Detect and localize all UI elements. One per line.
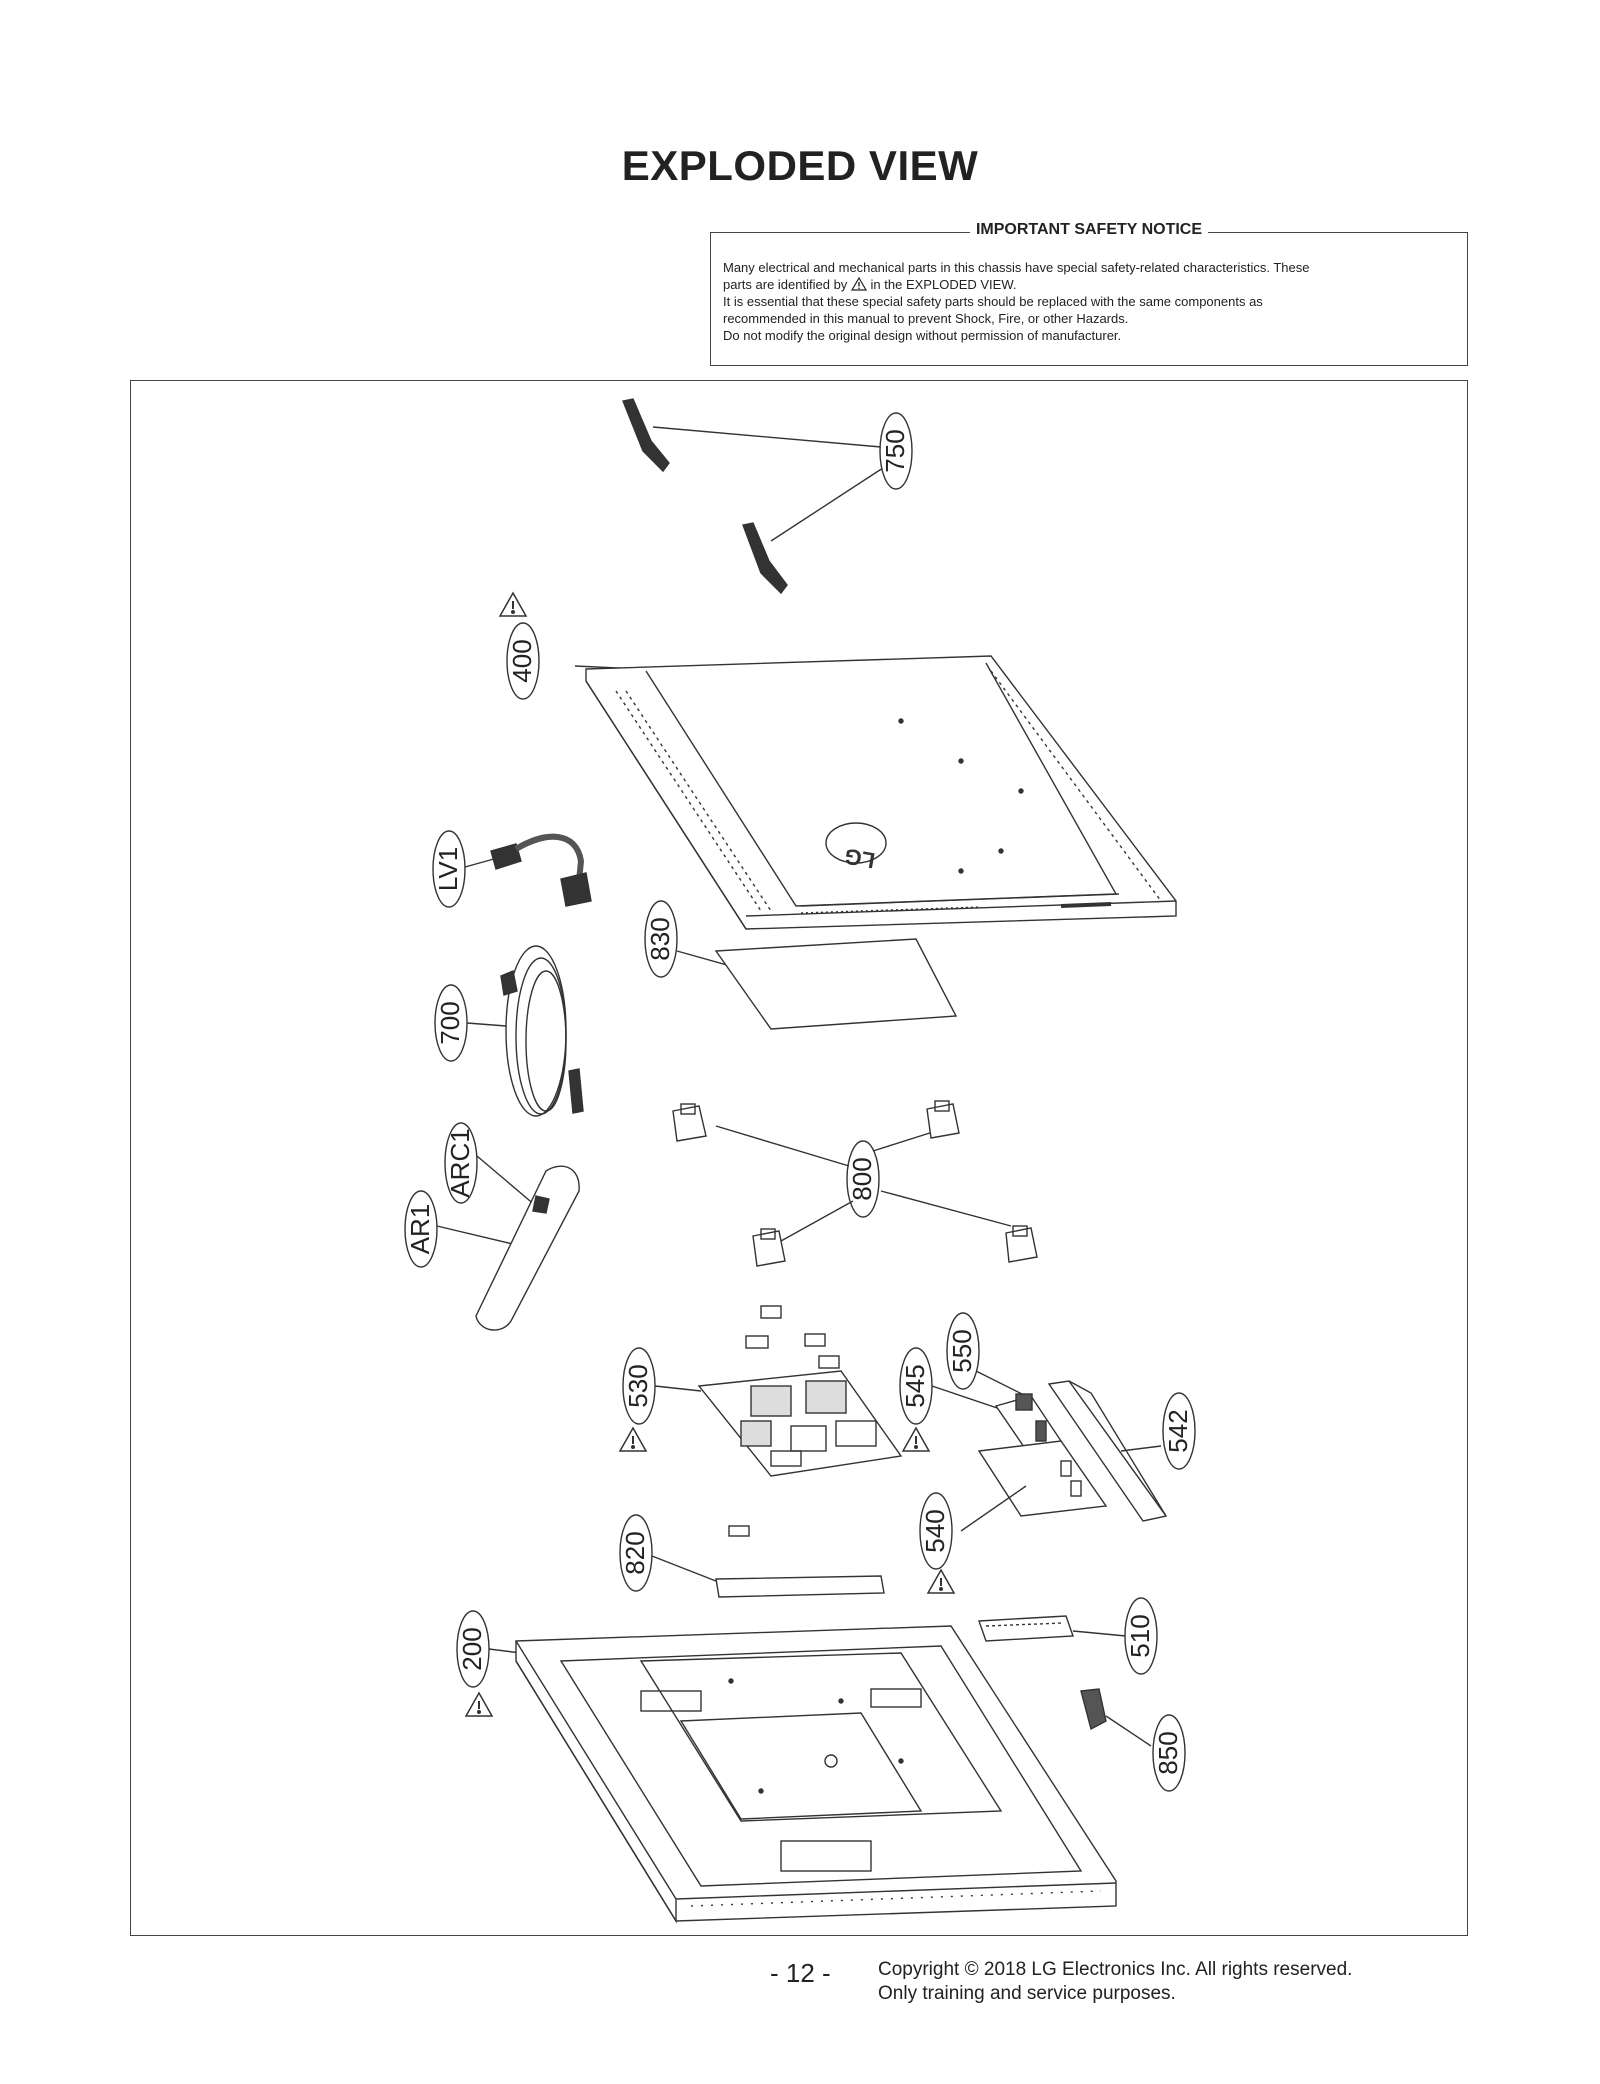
label-ar1-bubble (404, 1190, 438, 1268)
chip-pad (728, 1525, 750, 1537)
label-lv1-bubble (432, 830, 466, 908)
safety-warning-icon (902, 1427, 930, 1452)
label-820: 820 (620, 1531, 650, 1574)
label-550-bubble (946, 1312, 980, 1390)
chip-pad (818, 1355, 840, 1369)
label-800-bubble (846, 1140, 880, 1218)
back-cover-logo: LG (842, 843, 876, 873)
copyright-notice: Copyright © 2018 LG Electronics Inc. All… (878, 1958, 1352, 2006)
label-550: 550 (947, 1329, 977, 1372)
part-820-gasket (715, 1575, 885, 1598)
part-200-front-cabinet (515, 1625, 1117, 1924)
label-lv1: LV1 (433, 847, 463, 891)
label-540-bubble (919, 1492, 953, 1570)
safety-notice-heading: IMPORTANT SAFETY NOTICE (969, 221, 1209, 238)
page-number: - 12 - (770, 1958, 831, 1988)
safety-warning-icon (619, 1427, 647, 1452)
label-542-bubble (1162, 1392, 1196, 1470)
part-542-bracket-cover (1047, 1380, 1168, 1522)
label-400-bubble (506, 622, 540, 700)
notice-line: parts are identified by (723, 277, 848, 292)
part-800-bracket (752, 1228, 786, 1267)
notice-line: It is essential that these special safet… (723, 294, 1263, 309)
part-800-bracket (672, 1103, 707, 1142)
label-ar1: AR1 (405, 1204, 435, 1255)
safety-notice-body: Many electrical and mechanical parts in … (723, 259, 1455, 344)
part-400-back-cover: LG (585, 655, 1177, 930)
part-800-bracket (926, 1100, 960, 1139)
label-545: 545 (900, 1364, 930, 1407)
copyright-line: Only training and service purposes. (878, 1983, 1176, 2004)
label-530: 530 (623, 1364, 653, 1407)
label-850: 850 (1153, 1731, 1183, 1774)
part-850-clip (1080, 1688, 1107, 1731)
exploded-view-diagram: 750 400 LG (130, 380, 1468, 1936)
label-750: 750 (880, 429, 910, 472)
label-850-bubble (1152, 1714, 1186, 1792)
exploded-view-drawing: 750 400 LG (404, 398, 1196, 1924)
copyright-line: Copyright © 2018 LG Electronics Inc. All… (878, 1959, 1353, 1980)
page-title: EXPLODED VIEW (621, 142, 979, 189)
label-510-bubble (1124, 1597, 1158, 1675)
safety-warning-icon (465, 1692, 493, 1717)
part-lv1-lvds-cable (490, 833, 592, 907)
chip-pad (760, 1305, 782, 1319)
label-820-bubble (619, 1514, 653, 1592)
label-830-bubble (644, 900, 678, 978)
part-800-bracket (1005, 1225, 1038, 1263)
chip-pad (745, 1335, 769, 1349)
label-400: 400 (507, 639, 537, 682)
safety-notice-box: IMPORTANT SAFETY NOTICE Many electrical … (710, 221, 1468, 366)
safety-warning-icon (927, 1569, 955, 1594)
label-510: 510 (1125, 1614, 1155, 1657)
part-750-ferrite-cable-top (622, 398, 670, 473)
notice-line: in the EXPLODED VIEW. (870, 277, 1017, 292)
part-700-power-cord (500, 945, 584, 1117)
warning-triangle-icon (850, 277, 867, 291)
notice-line: Do not modify the original design withou… (723, 328, 1122, 343)
label-750-bubble (879, 412, 913, 490)
notice-line: recommended in this manual to prevent Sh… (723, 311, 1129, 326)
label-arc1-bubble (444, 1122, 478, 1204)
label-200: 200 (457, 1627, 487, 1670)
label-830: 830 (645, 917, 675, 960)
part-750-ferrite-cable-bottom (742, 522, 788, 595)
part-830-insulation-sheet (714, 938, 958, 1030)
label-700: 700 (435, 1001, 465, 1044)
chip-pad (804, 1333, 826, 1347)
notice-line: Many electrical and mechanical parts in … (723, 260, 1310, 275)
label-540: 540 (920, 1509, 950, 1552)
part-530-main-board (697, 1370, 903, 1477)
label-542: 542 (1163, 1409, 1193, 1452)
part-510-speaker (978, 1615, 1074, 1642)
part-ar1-remote-control (475, 1165, 580, 1331)
safety-warning-icon (499, 592, 527, 617)
label-arc1: ARC1 (445, 1128, 475, 1197)
label-800: 800 (847, 1157, 877, 1200)
